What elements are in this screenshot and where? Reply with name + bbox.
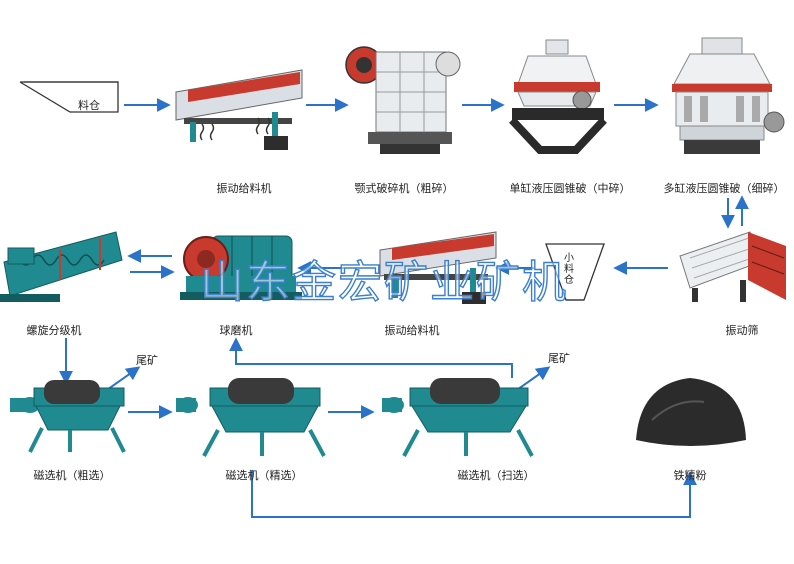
watermark: 山东金宏矿业矿机 bbox=[199, 256, 568, 308]
single-cylinder-cone-node bbox=[509, 39, 607, 154]
hopper-inner-text: 料仓 bbox=[78, 99, 100, 112]
vibrating-feeder-1-label: 振动给料机 bbox=[216, 182, 272, 195]
vibrating-screen-label: 振动筛 bbox=[725, 324, 759, 337]
arrow-fine-to-concentrate bbox=[251, 470, 697, 518]
magnetic-separator-scavenge-label: 磁选机（扫选） bbox=[457, 469, 535, 482]
magnetic-separator-rough-node bbox=[10, 380, 126, 453]
vibrating-feeder-2-node bbox=[379, 231, 497, 304]
small-hopper-inner-text: 小料仓 bbox=[564, 253, 574, 286]
multi-cylinder-cone-node bbox=[672, 37, 785, 154]
vibrating-feeder-2-label: 振动给料机 bbox=[384, 324, 440, 337]
arrow-fine-back-to-mill bbox=[229, 337, 513, 378]
iron-concentrate-node bbox=[636, 378, 746, 446]
magnetic-separator-fine-node bbox=[176, 378, 326, 457]
ball-mill-label: 球磨机 bbox=[219, 324, 253, 337]
spiral-classifier-node bbox=[0, 231, 123, 302]
iron-concentrate-label: 铁精粉 bbox=[673, 469, 707, 482]
jaw-crusher-label: 颚式破碎机（粗碎） bbox=[354, 182, 454, 195]
magnetic-separator-fine-label: 磁选机（精选） bbox=[225, 469, 303, 482]
jaw-crusher-node bbox=[345, 46, 461, 154]
small-hopper-node bbox=[545, 243, 605, 301]
magnetic-separator-scavenge-node bbox=[382, 378, 534, 457]
hopper-node bbox=[19, 81, 119, 113]
vibrating-feeder-1-node bbox=[175, 69, 303, 150]
ball-mill-node bbox=[180, 235, 302, 300]
multi-cylinder-cone-label: 多缸液压圆锥破（细碎） bbox=[663, 182, 785, 195]
spiral-classifier-label: 螺旋分级机 bbox=[26, 324, 82, 337]
magnetic-separator-rough-label: 磁选机（粗选） bbox=[33, 469, 111, 482]
tailings-label-rough: 尾矿 bbox=[136, 354, 158, 367]
flow-arrows bbox=[59, 98, 749, 518]
vibrating-screen-node bbox=[679, 231, 786, 302]
single-cylinder-cone-label: 单缸液压圆锥破（中碎） bbox=[509, 182, 631, 195]
tailings-label-scavenge: 尾矿 bbox=[548, 352, 570, 365]
